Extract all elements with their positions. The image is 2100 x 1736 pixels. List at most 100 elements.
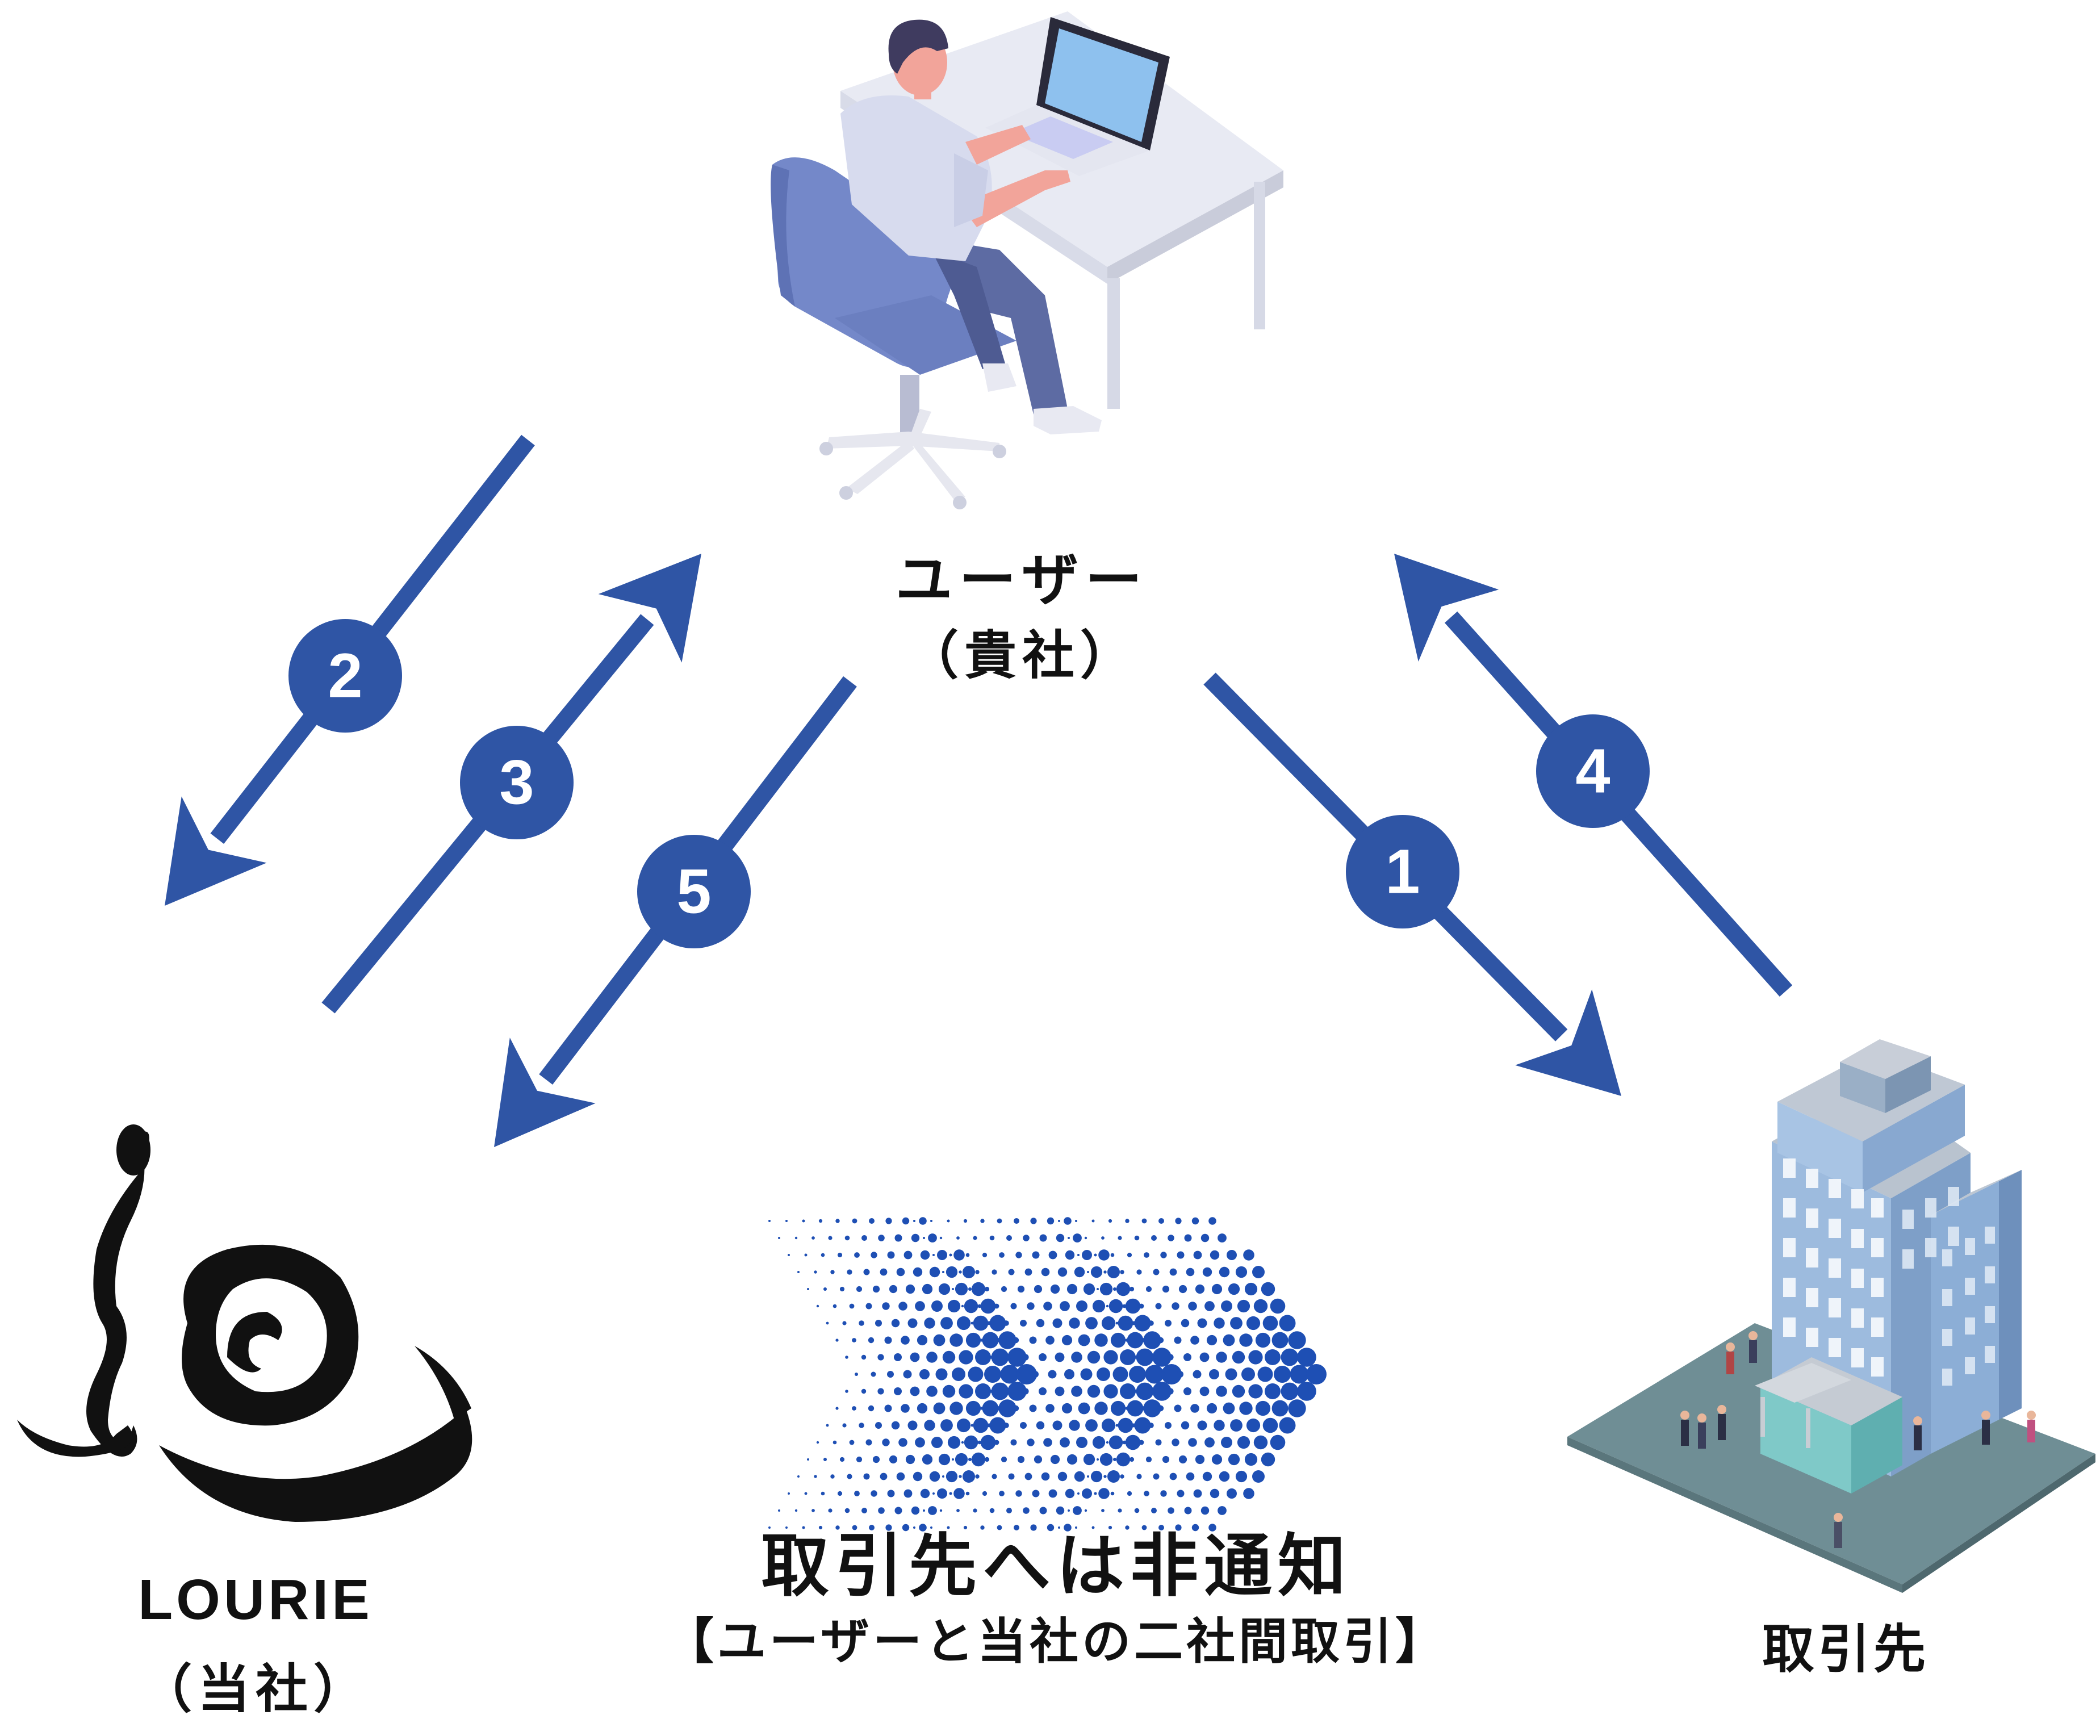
chevron-dot bbox=[1006, 1508, 1012, 1513]
chevron-dot bbox=[828, 1236, 833, 1240]
chevron-dot bbox=[994, 1440, 999, 1445]
chevron-dot bbox=[1087, 1271, 1089, 1273]
step-number-1: 1 bbox=[1385, 837, 1420, 907]
chevron-dot bbox=[1219, 1266, 1230, 1278]
lourie-name-label: LOURIE bbox=[138, 1568, 373, 1632]
chevron-dot bbox=[947, 1526, 950, 1529]
chevron-dot bbox=[1160, 1371, 1166, 1377]
chevron-dot bbox=[1127, 1252, 1132, 1258]
chevron-dot bbox=[1101, 1316, 1116, 1331]
chevron-dot bbox=[961, 1441, 964, 1444]
chevron-dot bbox=[1144, 1252, 1149, 1258]
chevron-dot bbox=[830, 1270, 835, 1274]
chevron-dot bbox=[1010, 1439, 1017, 1446]
chevron-dot bbox=[871, 1371, 876, 1377]
chevron-dot bbox=[1152, 1348, 1172, 1367]
chevron-dot bbox=[856, 1286, 863, 1292]
chevron-dot bbox=[1003, 1423, 1009, 1428]
chevron-dot bbox=[1125, 1219, 1130, 1223]
chevron-dot bbox=[1122, 1304, 1127, 1308]
chevron-dot bbox=[919, 1524, 927, 1532]
office-building-icon bbox=[1567, 1039, 2095, 1593]
chevron-dot bbox=[940, 1419, 953, 1432]
chevron-dot bbox=[788, 1492, 790, 1495]
chevron-dot bbox=[891, 1319, 900, 1328]
chevron-dot bbox=[1029, 1404, 1037, 1412]
chevron-dot bbox=[1204, 1437, 1215, 1448]
chevron-dot bbox=[933, 1334, 946, 1346]
chevron-dot bbox=[1216, 1386, 1227, 1397]
chevron-dot bbox=[946, 1470, 958, 1483]
chevron-dot bbox=[1244, 1282, 1258, 1296]
chevron-dot bbox=[1246, 1418, 1261, 1433]
chevron-dot bbox=[964, 1299, 978, 1313]
chevron-dot bbox=[1057, 1471, 1068, 1482]
chevron-dot bbox=[926, 1352, 938, 1363]
chevron-dot bbox=[1232, 1384, 1245, 1398]
chevron-dot bbox=[915, 1437, 925, 1448]
chevron-dot bbox=[1297, 1348, 1316, 1367]
chevron-dot bbox=[1158, 1525, 1164, 1530]
chevron-dot bbox=[913, 1267, 923, 1277]
chevron-dot bbox=[1041, 1268, 1050, 1277]
chevron-dot bbox=[1253, 1299, 1268, 1313]
chevron-dot bbox=[1027, 1438, 1035, 1446]
chevron-dot bbox=[1106, 1441, 1109, 1444]
chevron-dot bbox=[1083, 1453, 1095, 1466]
chevron-dot bbox=[855, 1373, 858, 1376]
chevron-dot bbox=[1288, 1399, 1306, 1417]
chevron-dot bbox=[872, 1285, 880, 1293]
chevron-dot bbox=[1225, 1368, 1237, 1381]
chevron-dot bbox=[975, 1349, 991, 1365]
chevron-dot bbox=[982, 1332, 999, 1349]
chevron-dot bbox=[868, 1405, 875, 1412]
chevron-dot bbox=[1091, 1219, 1095, 1223]
chevron-dot bbox=[1143, 1399, 1161, 1417]
chevron-dot bbox=[970, 1321, 974, 1325]
chevron-dot bbox=[968, 1366, 984, 1382]
chevron-dot bbox=[1120, 1474, 1124, 1479]
chevron-dot bbox=[1139, 1303, 1144, 1309]
chevron-dot bbox=[859, 1320, 864, 1326]
chevron-dot bbox=[1092, 1299, 1106, 1313]
chevron-dot bbox=[1184, 1234, 1192, 1242]
chevron-dot bbox=[1172, 1438, 1179, 1446]
chevron-dot bbox=[1127, 1400, 1144, 1417]
chevron-dot bbox=[887, 1371, 894, 1378]
chevron-dot bbox=[1047, 1217, 1055, 1225]
chevron-dot bbox=[949, 1333, 963, 1347]
chevron-dot bbox=[1064, 1524, 1072, 1532]
chevron-dot bbox=[991, 1348, 1009, 1366]
chevron-dot bbox=[903, 1250, 913, 1260]
chevron-dot bbox=[956, 1236, 960, 1240]
chevron-dot bbox=[1034, 1455, 1043, 1464]
chevron-dot bbox=[1075, 1526, 1077, 1529]
chevron-dot bbox=[982, 1491, 988, 1496]
chevron-dot bbox=[926, 1386, 938, 1397]
chevron-dot bbox=[877, 1388, 884, 1395]
chevron-dot bbox=[902, 1524, 910, 1532]
chevron-dot bbox=[1007, 1382, 1027, 1401]
chevron-dot bbox=[1032, 1490, 1040, 1497]
chevron-dot bbox=[1155, 1303, 1162, 1310]
chevron-dot bbox=[1193, 1250, 1202, 1260]
chevron-dot bbox=[949, 1402, 963, 1415]
chevron-dot bbox=[871, 1252, 877, 1258]
chevron-dot bbox=[973, 1315, 989, 1331]
chevron-dot bbox=[1168, 1235, 1174, 1241]
chevron-dot bbox=[1211, 1454, 1223, 1465]
chevron-dot bbox=[990, 1356, 993, 1359]
chevron-dot bbox=[1097, 1458, 1099, 1461]
chevron-dot bbox=[963, 1219, 968, 1223]
chevron-dot bbox=[997, 1525, 1002, 1530]
chevron-dot bbox=[1227, 1488, 1237, 1499]
chevron-dot bbox=[814, 1475, 817, 1478]
chevron-dot bbox=[845, 1356, 848, 1359]
chevron-dot bbox=[1006, 1388, 1011, 1394]
chevron-dot bbox=[847, 1474, 852, 1479]
chevron-dot bbox=[1255, 1332, 1271, 1348]
chevron-dot bbox=[982, 1400, 999, 1417]
chevron-dot bbox=[797, 1475, 800, 1478]
chevron-dot bbox=[1160, 1252, 1167, 1258]
chevron-dot bbox=[1052, 1420, 1062, 1430]
